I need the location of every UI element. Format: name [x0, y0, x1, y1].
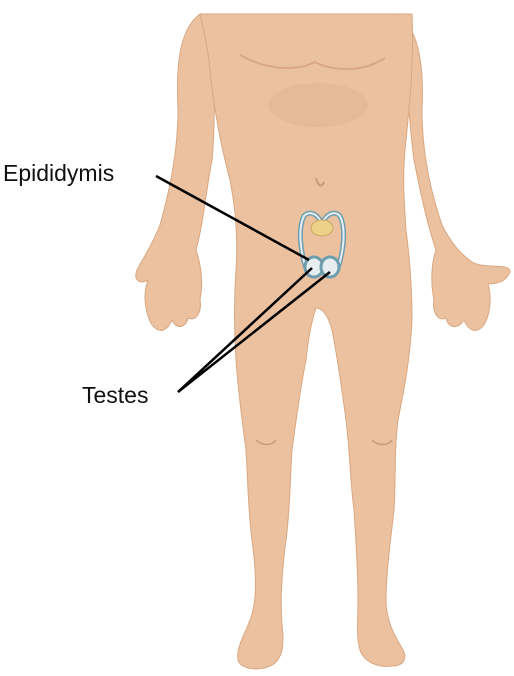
abdomen-shading: [268, 83, 368, 127]
epididymis-label: Epididymis: [3, 160, 114, 186]
body-silhouette: [136, 14, 510, 669]
right-testis: [321, 257, 339, 277]
left-arm: [136, 14, 215, 330]
prostate: [311, 220, 333, 236]
testes-label: Testes: [82, 382, 148, 408]
right-arm: [398, 14, 510, 330]
